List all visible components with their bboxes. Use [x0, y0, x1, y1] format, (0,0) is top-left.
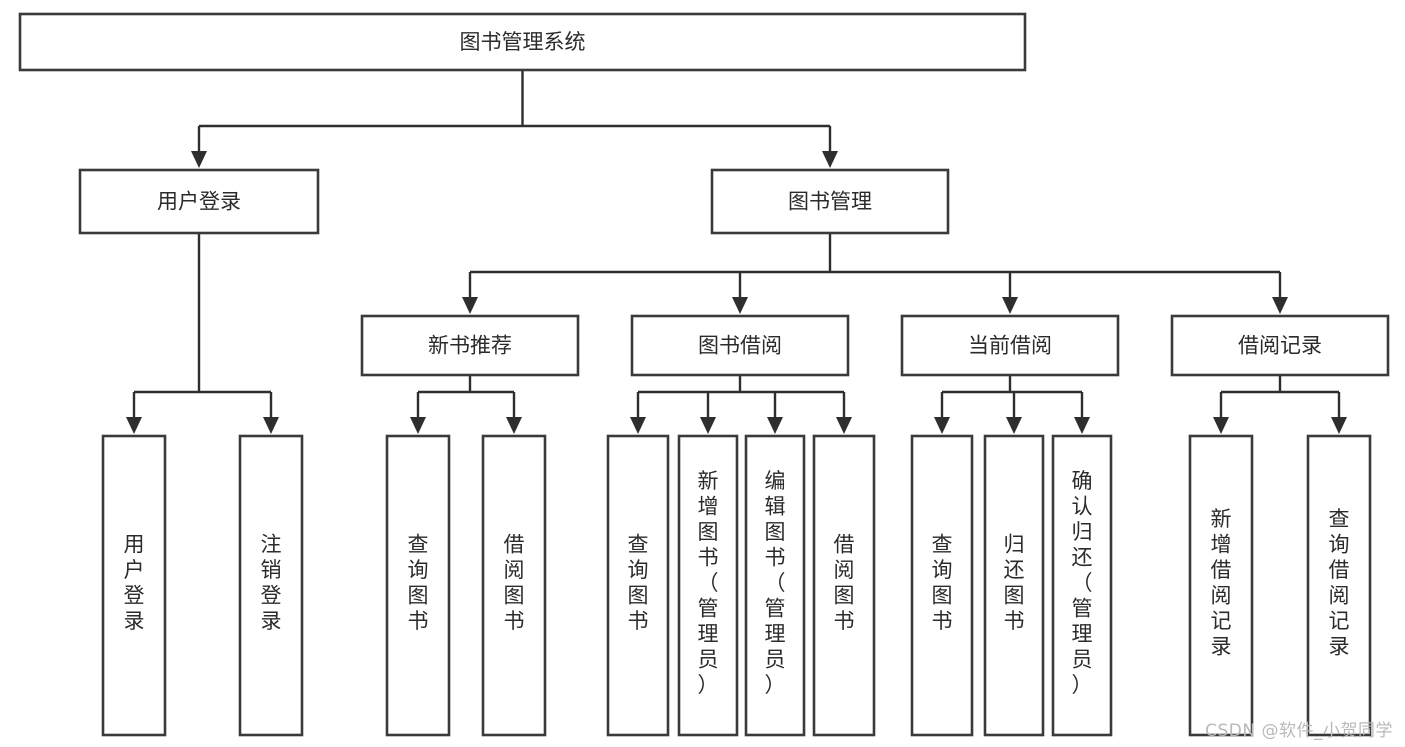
- node-label: 注销登录: [261, 533, 282, 634]
- node-box: [1170, 314, 1390, 377]
- arrow-head-icon: [934, 417, 950, 434]
- node-layer: 图书管理系统用户登录图书管理新书推荐图书借阅当前借阅借阅记录用户登录注销登录查询…: [18, 12, 1390, 737]
- node-box: [481, 434, 547, 737]
- node-leaf-add-record[interactable]: 新增借阅记录: [1188, 434, 1254, 737]
- node-label: 查询图书: [932, 533, 953, 634]
- node-box: [630, 314, 850, 377]
- node-label: 借阅图书: [504, 533, 525, 634]
- node-leaf-query-book-2[interactable]: 查询图书: [606, 434, 670, 737]
- node-label: 归还图书: [1004, 533, 1025, 634]
- node-borrow-record[interactable]: 借阅记录: [1170, 314, 1390, 377]
- node-label: 借阅记录: [1238, 334, 1322, 358]
- node-box: [78, 168, 320, 235]
- node-root[interactable]: 图书管理系统: [18, 12, 1027, 72]
- node-label: 用户登录: [124, 533, 145, 634]
- node-book-manage[interactable]: 图书管理: [710, 168, 950, 235]
- node-leaf-user-login[interactable]: 用户登录: [101, 434, 167, 737]
- node-leaf-query-book-3[interactable]: 查询图书: [910, 434, 974, 737]
- arrow-head-icon: [506, 417, 522, 434]
- csdn-watermark: CSDN @软件_小贺同学: [1205, 721, 1393, 741]
- arrow-head-icon: [1272, 297, 1288, 314]
- arrow-head-icon: [732, 297, 748, 314]
- node-leaf-confirm-return[interactable]: 确认归还（管理员）: [1051, 434, 1113, 737]
- node-box: [385, 434, 451, 737]
- node-label: 借阅图书: [834, 533, 855, 634]
- node-book-borrow[interactable]: 图书借阅: [630, 314, 850, 377]
- node-leaf-query-record[interactable]: 查询借阅记录: [1306, 434, 1372, 737]
- node-box: [606, 434, 670, 737]
- node-label: 图书管理系统: [460, 30, 586, 54]
- node-label: 查询图书: [408, 533, 429, 634]
- arrow-head-icon: [126, 417, 142, 434]
- node-current-borrow[interactable]: 当前借阅: [900, 314, 1120, 377]
- node-box: [812, 434, 876, 737]
- node-leaf-borrow-book-1[interactable]: 借阅图书: [481, 434, 547, 737]
- node-box: [101, 434, 167, 737]
- node-label: 编辑图书（管理员）: [765, 469, 786, 697]
- arrow-head-icon: [1331, 417, 1347, 434]
- arrow-head-icon: [822, 151, 838, 168]
- connector-layer: [126, 70, 1347, 434]
- arrow-head-icon: [1213, 417, 1229, 434]
- node-user-login[interactable]: 用户登录: [78, 168, 320, 235]
- node-box: [744, 434, 806, 737]
- node-label: 图书管理: [788, 190, 872, 214]
- node-box: [710, 168, 950, 235]
- node-label: 新增图书（管理员）: [698, 469, 719, 697]
- node-leaf-borrow-book-2[interactable]: 借阅图书: [812, 434, 876, 737]
- node-box: [677, 434, 739, 737]
- node-label: 图书借阅: [698, 334, 782, 358]
- node-box: [238, 434, 304, 737]
- arrow-head-icon: [1074, 417, 1090, 434]
- arrow-head-icon: [767, 417, 783, 434]
- node-box: [360, 314, 580, 377]
- node-label: 新增借阅记录: [1211, 507, 1232, 659]
- arrow-head-icon: [1002, 297, 1018, 314]
- node-label: 查询借阅记录: [1329, 507, 1350, 659]
- node-box: [910, 434, 974, 737]
- node-box: [1188, 434, 1254, 737]
- node-new-book-recommend[interactable]: 新书推荐: [360, 314, 580, 377]
- arrow-head-icon: [191, 151, 207, 168]
- arrow-head-icon: [462, 297, 478, 314]
- node-box: [1306, 434, 1372, 737]
- arrow-head-icon: [410, 417, 426, 434]
- node-leaf-edit-book[interactable]: 编辑图书（管理员）: [744, 434, 806, 737]
- node-label: 新书推荐: [428, 334, 512, 358]
- node-label: 确认归还（管理员）: [1072, 469, 1093, 697]
- node-box: [1051, 434, 1113, 737]
- node-leaf-return-book[interactable]: 归还图书: [983, 434, 1045, 737]
- node-label: 查询图书: [628, 533, 649, 634]
- node-label: 当前借阅: [968, 334, 1052, 358]
- arrow-head-icon: [700, 417, 716, 434]
- arrow-head-icon: [1006, 417, 1022, 434]
- node-leaf-logout[interactable]: 注销登录: [238, 434, 304, 737]
- node-box: [18, 12, 1027, 72]
- arrow-head-icon: [836, 417, 852, 434]
- node-leaf-add-book[interactable]: 新增图书（管理员）: [677, 434, 739, 737]
- arrow-head-icon: [263, 417, 279, 434]
- node-label: 用户登录: [157, 190, 241, 214]
- node-leaf-query-book-1[interactable]: 查询图书: [385, 434, 451, 737]
- node-box: [983, 434, 1045, 737]
- node-box: [900, 314, 1120, 377]
- arrow-head-icon: [630, 417, 646, 434]
